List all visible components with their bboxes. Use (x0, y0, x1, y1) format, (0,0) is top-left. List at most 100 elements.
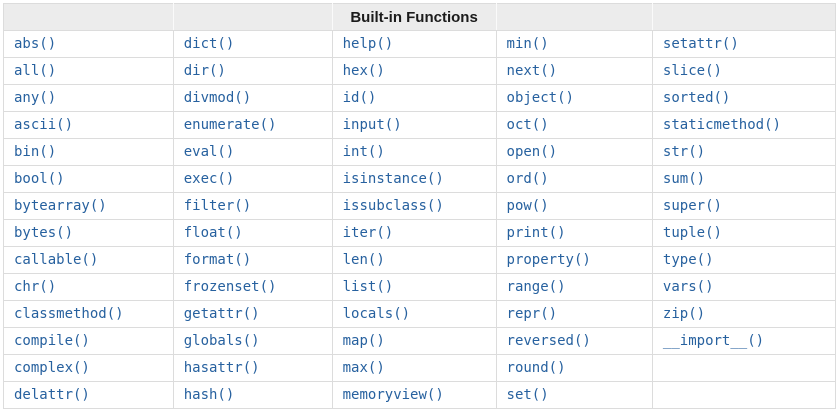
function-link[interactable]: round() (506, 359, 566, 376)
function-link[interactable]: super() (662, 197, 722, 214)
function-link[interactable]: float() (183, 224, 243, 241)
function-link[interactable]: len() (342, 251, 385, 268)
function-link[interactable]: issubclass() (342, 197, 444, 214)
table-cell: sum() (651, 165, 837, 193)
function-link[interactable]: next() (506, 62, 558, 79)
function-link[interactable]: frozenset() (183, 278, 277, 295)
function-link[interactable]: hex() (342, 62, 385, 79)
function-link[interactable]: range() (506, 278, 566, 295)
table-cell: divmod() (172, 84, 333, 112)
table-cell: list() (331, 273, 497, 301)
table-cell: isinstance() (331, 165, 497, 193)
table-cell: memoryview() (331, 381, 497, 409)
function-link[interactable]: complex() (14, 359, 90, 376)
function-link[interactable]: min() (506, 35, 549, 52)
function-link[interactable]: iter() (342, 224, 394, 241)
header-cell-empty-4 (495, 3, 653, 31)
function-link[interactable]: help() (342, 35, 394, 52)
table-cell: chr() (3, 273, 174, 301)
function-link[interactable]: staticmethod() (662, 116, 781, 133)
function-link[interactable]: repr() (506, 305, 558, 322)
function-link[interactable]: print() (506, 224, 566, 241)
function-link[interactable]: callable() (14, 251, 99, 268)
function-link[interactable]: tuple() (662, 224, 722, 241)
function-link[interactable]: dict() (183, 35, 235, 52)
table-row: ascii() enumerate() input() oct() staticmeth… (3, 111, 837, 139)
function-link[interactable]: getattr() (183, 305, 260, 322)
function-link[interactable]: globals() (183, 332, 260, 349)
function-link[interactable]: list() (342, 278, 394, 295)
function-link[interactable]: input() (342, 116, 402, 133)
function-link[interactable]: slice() (662, 62, 722, 79)
table-row: compile() globals() map() reversed() __impor… (3, 327, 837, 355)
function-link[interactable]: sum() (662, 170, 706, 187)
table-cell: filter() (172, 192, 333, 220)
function-link[interactable]: property() (506, 251, 591, 268)
function-link[interactable]: bytes() (14, 224, 74, 241)
table-row: any() divmod() id() object() sorted() (3, 84, 837, 112)
table-cell: set() (495, 381, 653, 409)
function-link[interactable]: setattr() (662, 35, 739, 52)
table-cell: __import__() (651, 327, 837, 355)
function-link[interactable]: object() (506, 89, 574, 106)
table-cell: hasattr() (172, 354, 333, 382)
function-link[interactable]: enumerate() (183, 116, 277, 133)
function-link[interactable]: any() (14, 89, 57, 106)
function-link[interactable]: open() (506, 143, 558, 160)
function-link[interactable]: format() (183, 251, 252, 268)
function-link[interactable]: sorted() (662, 89, 731, 106)
table-cell: ascii() (3, 111, 174, 139)
function-link[interactable]: oct() (506, 116, 549, 133)
table-cell: callable() (3, 246, 174, 274)
function-link[interactable]: eval() (183, 143, 235, 160)
function-link[interactable]: memoryview() (342, 386, 444, 403)
function-link[interactable]: filter() (183, 197, 252, 214)
function-link[interactable]: bin() (14, 143, 57, 160)
function-link[interactable]: delattr() (14, 386, 90, 403)
function-link[interactable]: map() (342, 332, 385, 349)
function-link[interactable]: ord() (506, 170, 549, 187)
table-cell: frozenset() (172, 273, 333, 301)
function-link[interactable]: reversed() (506, 332, 591, 349)
function-link[interactable]: int() (342, 143, 385, 160)
table-cell: vars() (651, 273, 837, 301)
function-link[interactable]: locals() (342, 305, 411, 322)
table-cell: print() (495, 219, 653, 247)
function-link[interactable]: bool() (14, 170, 65, 187)
function-link[interactable]: id() (342, 89, 377, 106)
function-link[interactable]: type() (662, 251, 714, 268)
function-link[interactable]: set() (506, 386, 549, 403)
function-link[interactable]: all() (14, 62, 57, 79)
table-row: callable() format() len() property() type() (3, 246, 837, 274)
function-link[interactable]: abs() (14, 35, 57, 52)
function-link[interactable]: ascii() (14, 116, 74, 133)
function-link[interactable]: max() (342, 359, 385, 376)
function-link[interactable]: hash() (183, 386, 235, 403)
function-link[interactable]: exec() (183, 170, 235, 187)
table-cell: pow() (495, 192, 653, 220)
function-link[interactable]: isinstance() (342, 170, 444, 187)
table-cell: property() (495, 246, 653, 274)
table-cell: tuple() (651, 219, 837, 247)
table-cell: round() (495, 354, 653, 382)
function-link[interactable]: divmod() (183, 89, 252, 106)
function-link[interactable]: vars() (662, 278, 714, 295)
function-link[interactable]: classmethod() (14, 305, 124, 322)
function-link[interactable]: dir() (183, 62, 226, 79)
table-cell: enumerate() (172, 111, 333, 139)
table-cell: super() (651, 192, 837, 220)
function-link[interactable]: pow() (506, 197, 549, 214)
table-cell: next() (495, 57, 653, 85)
table-cell: open() (495, 138, 653, 166)
function-link[interactable]: compile() (14, 332, 90, 349)
function-link[interactable]: chr() (14, 278, 57, 295)
table-cell: staticmethod() (651, 111, 837, 139)
function-link[interactable]: str() (662, 143, 706, 160)
function-link[interactable]: zip() (662, 305, 706, 322)
function-link[interactable]: __import__() (662, 332, 765, 349)
table-cell: dict() (172, 30, 333, 58)
function-link[interactable]: hasattr() (183, 359, 260, 376)
function-link[interactable]: bytearray() (14, 197, 107, 214)
table-cell: eval() (172, 138, 333, 166)
functions-table-body: abs() dict() help() min() setattr() all() dir(… (3, 30, 837, 409)
